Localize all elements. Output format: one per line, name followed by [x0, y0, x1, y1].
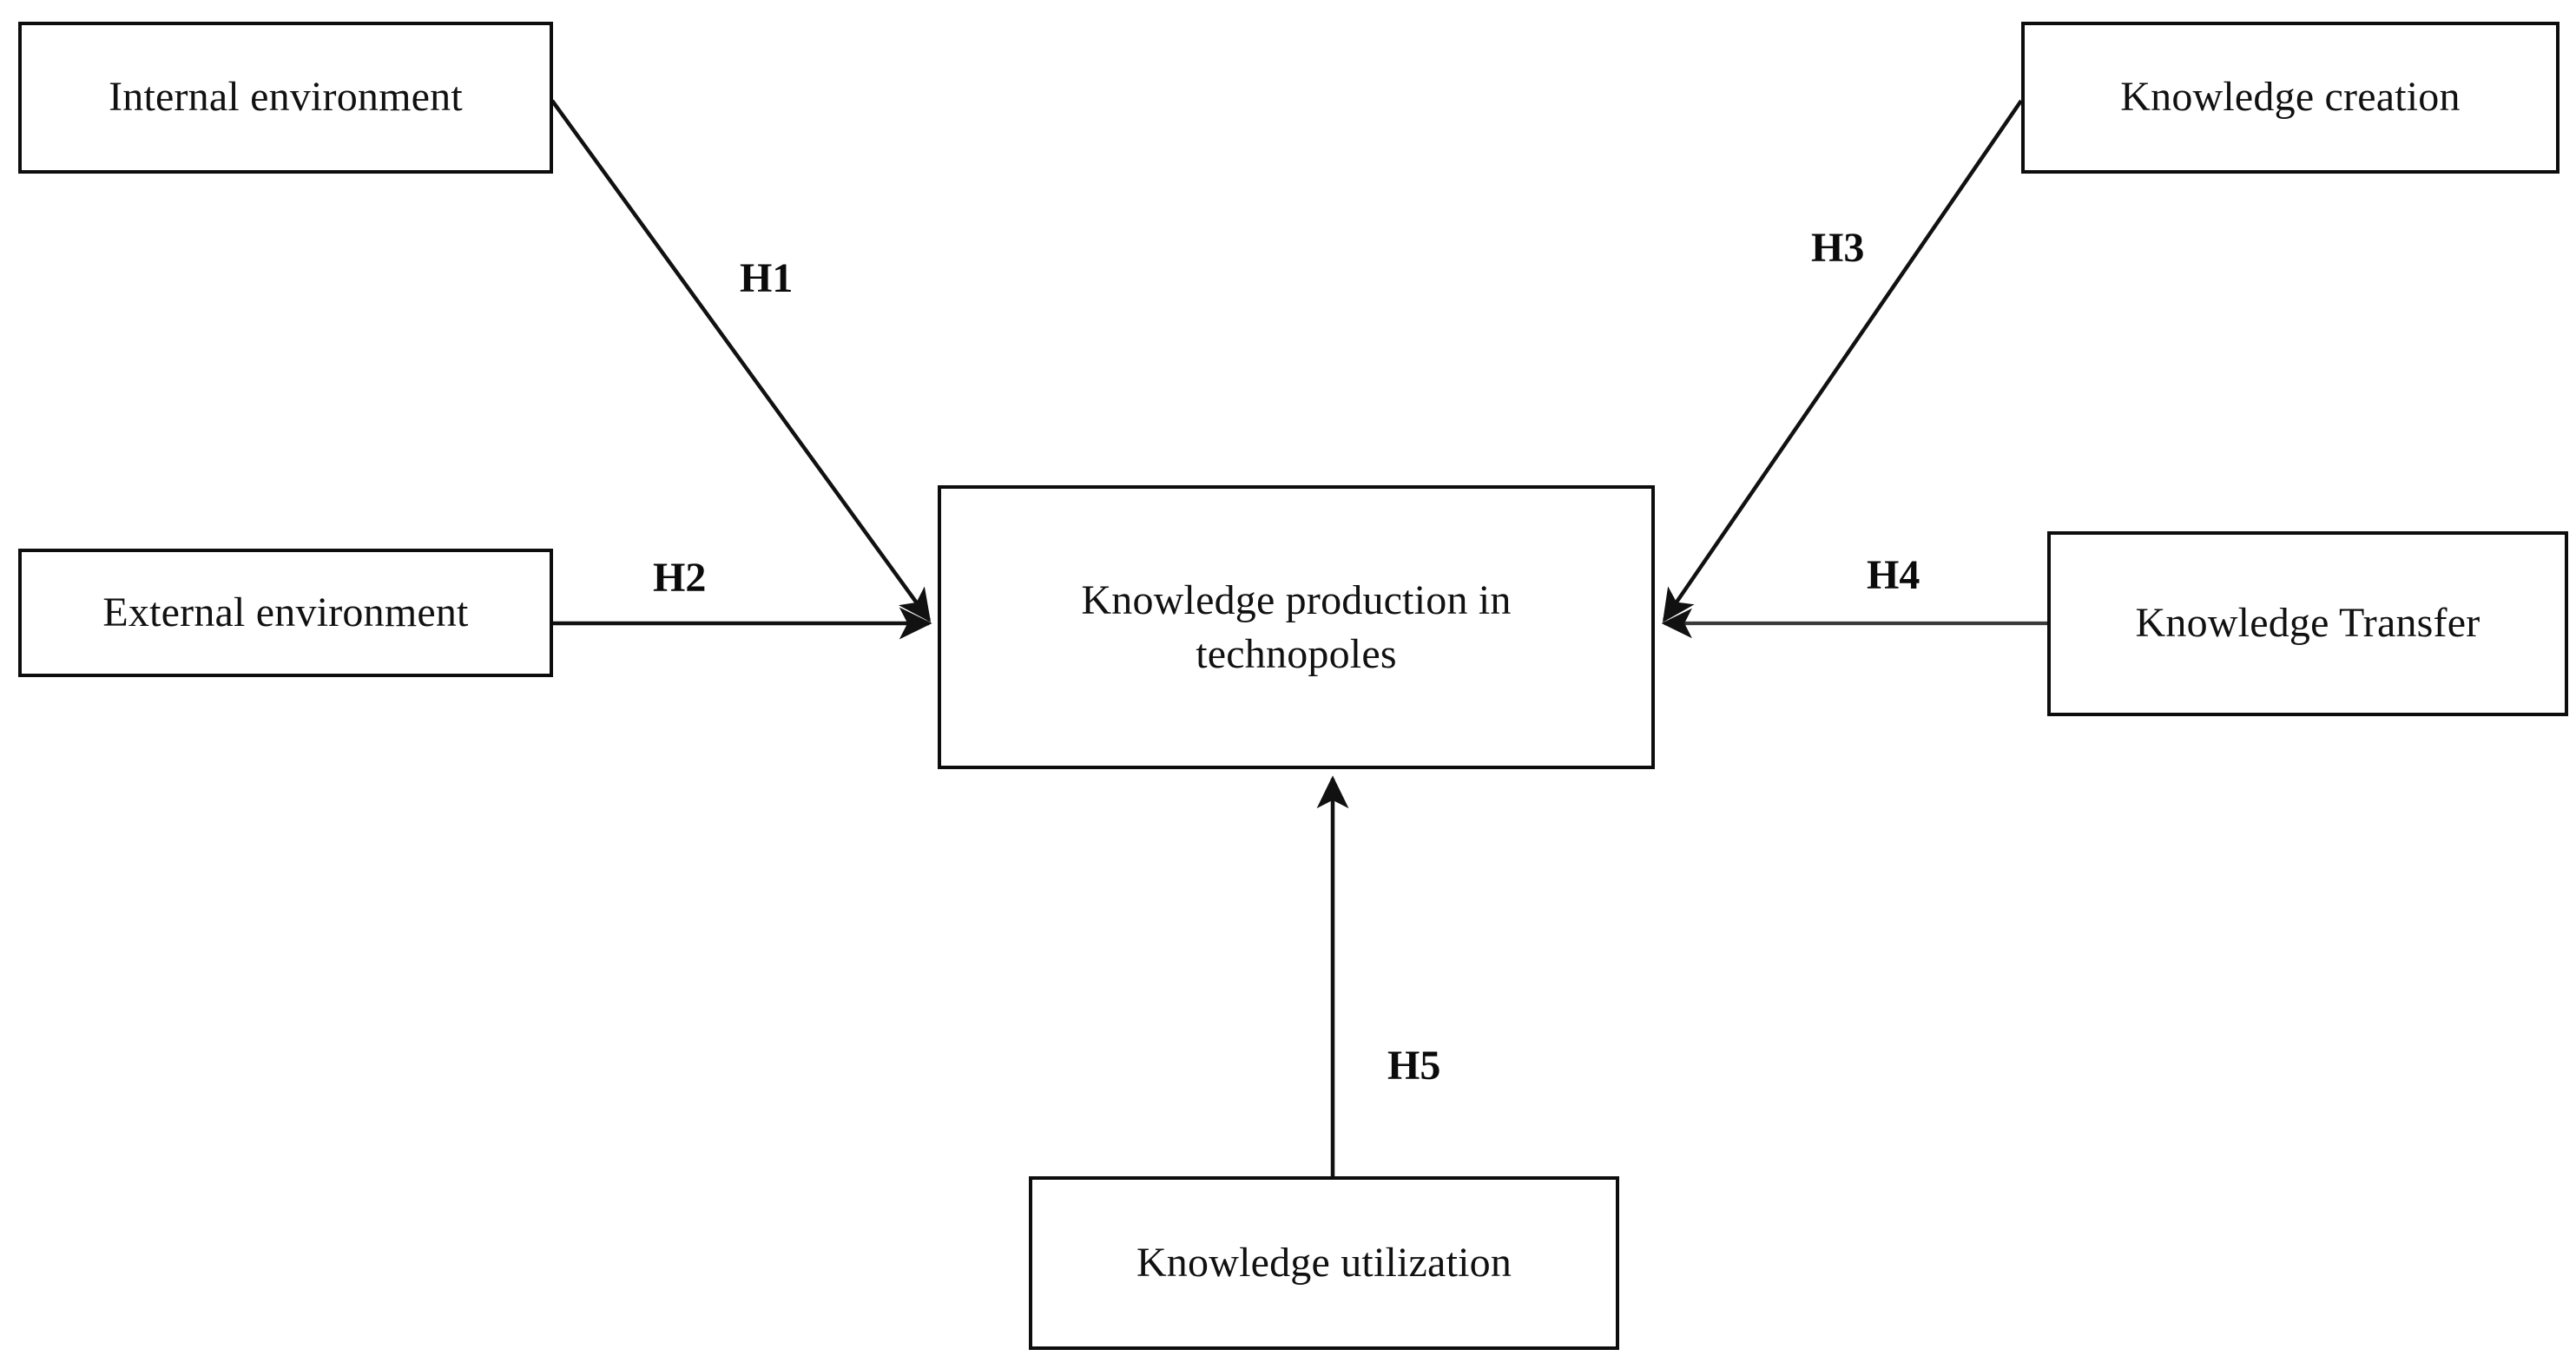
edge-h1-line — [550, 99, 932, 622]
edge-label-h5: H5 — [1387, 1043, 1441, 1089]
edge-h3-line — [1662, 99, 2023, 622]
node-knowledge-production-label-line1: Knowledge production in — [1081, 577, 1512, 624]
node-knowledge-transfer[interactable]: Knowledge Transfer — [2047, 531, 2568, 716]
edge-label-h4: H4 — [1867, 552, 1920, 598]
node-knowledge-production[interactable]: Knowledge production in technopoles — [938, 485, 1655, 769]
node-knowledge-creation[interactable]: Knowledge creation — [2021, 22, 2560, 174]
node-external-environment[interactable]: External environment — [18, 549, 553, 677]
node-knowledge-transfer-label: Knowledge Transfer — [2135, 600, 2480, 647]
node-external-environment-label: External environment — [102, 589, 469, 635]
node-knowledge-utilization[interactable]: Knowledge utilization — [1029, 1176, 1619, 1350]
node-internal-environment[interactable]: Internal environment — [18, 22, 553, 174]
node-knowledge-production-label: Knowledge production in technopoles — [1069, 574, 1523, 681]
edge-label-h1: H1 — [740, 255, 794, 301]
node-knowledge-production-label-line2: technopoles — [1196, 630, 1397, 677]
node-internal-environment-label: Internal environment — [109, 74, 463, 121]
edge-label-h3: H3 — [1811, 225, 1865, 271]
node-knowledge-utilization-label: Knowledge utilization — [1136, 1239, 1512, 1286]
node-knowledge-creation-label: Knowledge creation — [2120, 74, 2461, 121]
edge-label-h2: H2 — [653, 555, 707, 601]
